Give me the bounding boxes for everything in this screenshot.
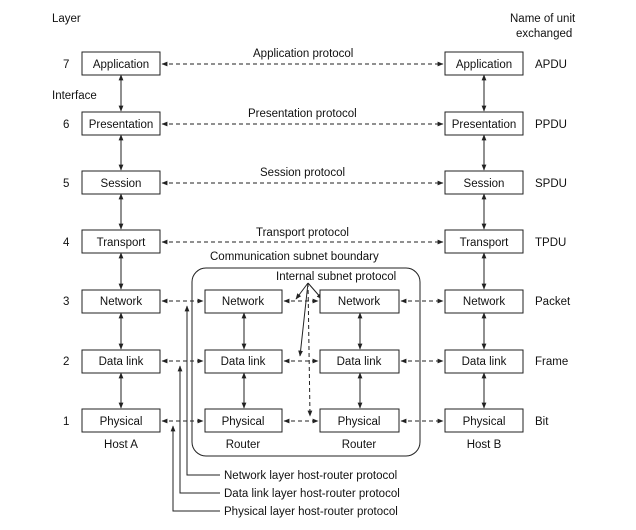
- layer-number-5: 5: [63, 178, 69, 190]
- host-a-network: Network: [100, 296, 142, 308]
- router-1-stack: Network Data link Physical: [204, 289, 283, 433]
- unit-apdu: APDU: [535, 59, 567, 71]
- host-b-stack: Application Presentation Session Transpo…: [444, 51, 524, 433]
- host-b-presentation: Presentation: [452, 119, 517, 131]
- host-b-session: Session: [464, 178, 505, 190]
- router-1-network: Network: [222, 296, 264, 308]
- unit-bit: Bit: [535, 416, 549, 428]
- host-b-label: Host B: [467, 439, 502, 451]
- host-b-application: Application: [456, 59, 512, 71]
- router-2-stack: Network Data link Physical: [319, 289, 400, 433]
- router-2-label: Router: [342, 439, 377, 451]
- unit-packet: Packet: [535, 296, 571, 308]
- host-b-datalink: Data link: [462, 356, 507, 368]
- legend-network: Network layer host-router protocol: [224, 470, 397, 482]
- router-1-label: Router: [226, 439, 261, 451]
- host-a-physical: Physical: [100, 416, 143, 428]
- layer-number-4: 4: [63, 237, 70, 249]
- internal-pointer-physical: [307, 282, 313, 417]
- unit-heading-line1: Name of unit: [510, 13, 576, 25]
- leader-network: [184, 305, 220, 476]
- internal-pointer-network-left: [295, 282, 309, 300]
- leader-datalink: [177, 365, 220, 494]
- host-b-physical: Physical: [463, 416, 506, 428]
- host-b-network: Network: [463, 296, 505, 308]
- host-a-session: Session: [101, 178, 142, 190]
- host-b-transport: Transport: [460, 237, 510, 249]
- protocol-label-presentation: Presentation protocol: [248, 108, 357, 120]
- router-2-network: Network: [338, 296, 380, 308]
- legend-datalink: Data link layer host-router protocol: [224, 488, 400, 500]
- subnet-links: [161, 298, 444, 424]
- protocol-label-transport: Transport protocol: [256, 227, 349, 239]
- host-a-label: Host A: [104, 439, 138, 451]
- unit-frame: Frame: [535, 356, 568, 368]
- layer-heading: Layer: [52, 13, 81, 25]
- router-2-physical: Physical: [338, 416, 381, 428]
- unit-ppdu: PPDU: [535, 119, 567, 131]
- router-1-physical: Physical: [222, 416, 265, 428]
- subnet-boundary-label: Communication subnet boundary: [210, 251, 379, 263]
- router-1-datalink: Data link: [221, 356, 266, 368]
- protocol-label-session: Session protocol: [260, 167, 345, 179]
- legend-physical: Physical layer host-router protocol: [224, 506, 398, 518]
- unit-spdu: SPDU: [535, 178, 567, 190]
- internal-pointer-datalink: [298, 282, 309, 357]
- router-interfaces: [241, 312, 363, 409]
- unit-heading-line2: exchanged: [516, 28, 572, 40]
- interface-label: Interface: [52, 90, 97, 102]
- host-a-transport: Transport: [97, 237, 147, 249]
- internal-protocol-label: Internal subnet protocol: [276, 271, 396, 283]
- protocol-label-application: Application protocol: [253, 48, 353, 60]
- host-a-presentation: Presentation: [89, 119, 154, 131]
- host-a-application: Application: [93, 59, 149, 71]
- layer-number-6: 6: [63, 119, 69, 131]
- peer-protocol-lines: [161, 61, 444, 245]
- layer-number-3: 3: [63, 296, 69, 308]
- host-a-stack: Application Presentation Session Transpo…: [81, 51, 161, 433]
- layer-number-2: 2: [63, 356, 69, 368]
- router-2-datalink: Data link: [337, 356, 382, 368]
- layer-number-1: 1: [63, 416, 69, 428]
- leader-physical: [170, 425, 220, 512]
- layer-number-7: 7: [63, 59, 69, 71]
- unit-tpdu: TPDU: [535, 237, 566, 249]
- host-a-datalink: Data link: [99, 356, 144, 368]
